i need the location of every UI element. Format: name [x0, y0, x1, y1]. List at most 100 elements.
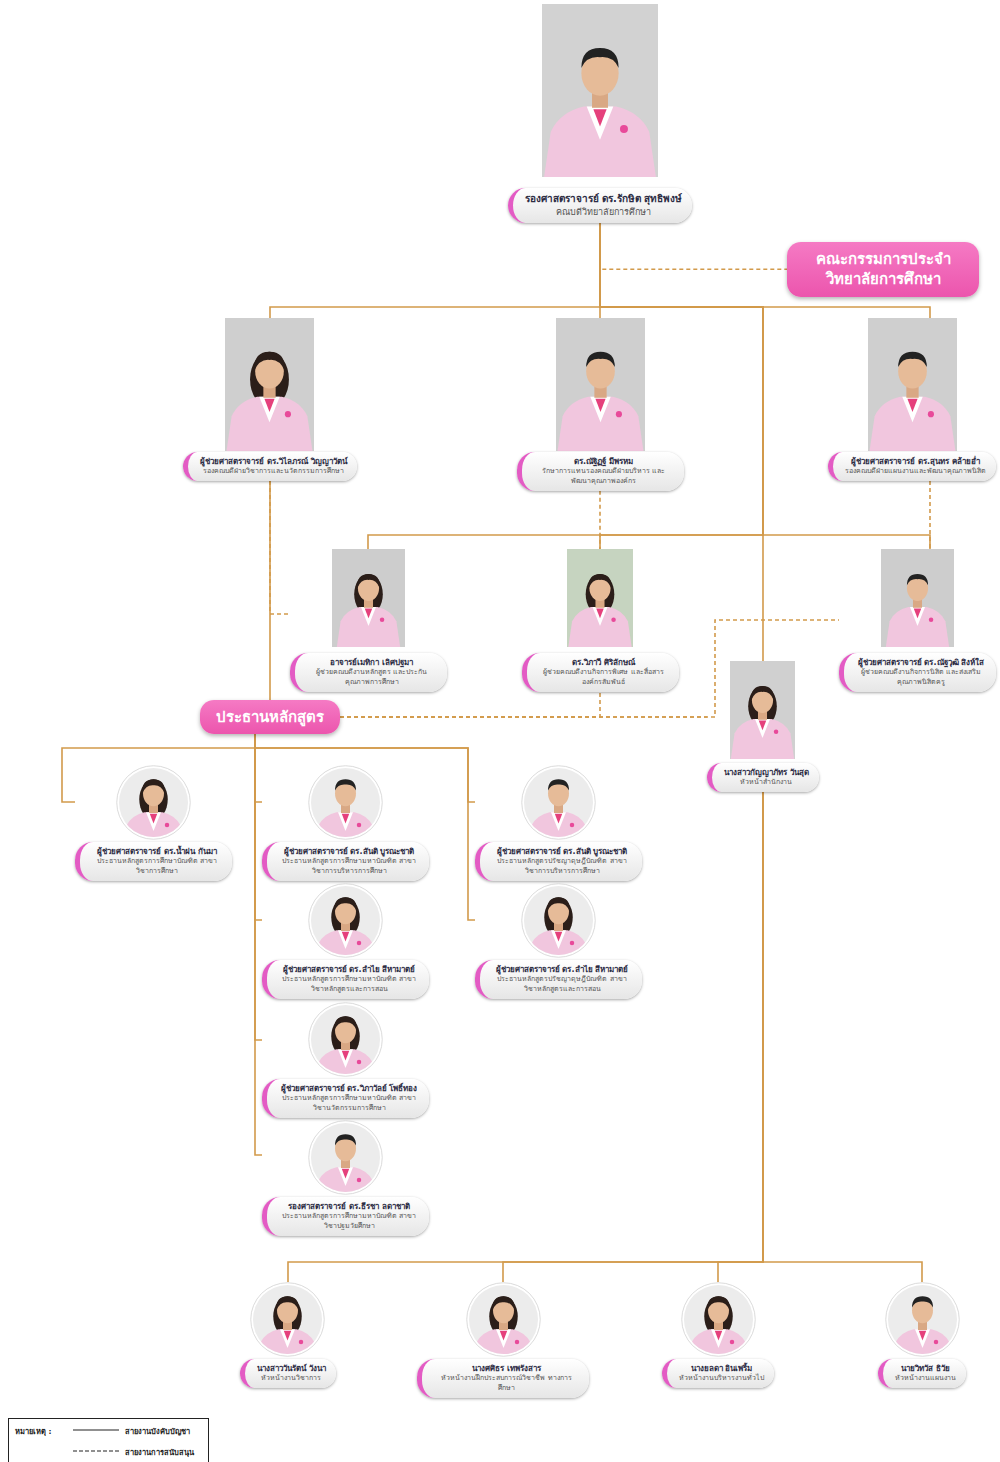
- portrait-shape: [521, 765, 596, 840]
- portrait-shape: [314, 1134, 377, 1195]
- portrait-shape: [555, 814, 563, 824]
- legend-text: สายงานการสนับสนุน: [125, 1446, 194, 1458]
- portrait-shape: [265, 399, 275, 412]
- portrait-shape: [334, 1016, 357, 1030]
- person-card: นางยลดา อินเพริ้มหัวหน้างานบริหารงานทั่ว…: [662, 1282, 774, 1388]
- portrait-shape: [308, 1120, 383, 1195]
- portrait-shape: [342, 1051, 350, 1061]
- portrait-shape: [907, 574, 928, 585]
- portrait-shape: [774, 730, 779, 735]
- person-card: ดร.ณัฐิฏฐ์ มีพรหมรักษาการแทนรองคณบดีฝ่าย…: [517, 318, 684, 491]
- person-name: ดร.วิภาวี ศิริลักษณ์: [539, 657, 669, 668]
- portrait-shape: [308, 765, 383, 840]
- support-connector: [270, 481, 290, 614]
- portrait-photo: [308, 1120, 383, 1195]
- portrait-shape: [586, 352, 615, 367]
- portrait-shape: [308, 883, 383, 958]
- command-connector: [763, 792, 922, 1282]
- command-connector: [255, 734, 262, 802]
- position-title: ผู้ช่วยคณบดีงานกิจการพิเศษ และสื่อสารองค…: [539, 668, 669, 688]
- portrait-shape: [466, 1282, 541, 1357]
- portrait-shape: [308, 1002, 383, 1077]
- portrait-shape: [277, 1296, 300, 1310]
- portrait-shape: [567, 549, 633, 647]
- portrait-shape: [357, 941, 362, 946]
- portrait-shape: [881, 549, 954, 647]
- portrait-shape: [251, 1283, 325, 1357]
- person-name: นางศศิธร เทพรังสาร: [434, 1363, 579, 1374]
- person-name: ดร.ณัฐิฏฐ์ มีพรหม: [534, 456, 674, 467]
- portrait-shape: [885, 1282, 960, 1357]
- portrait-shape: [466, 1282, 541, 1357]
- person-card: นายวิทวัส ธิวัยหัวหน้างานแผนงาน: [878, 1282, 966, 1388]
- portrait-shape: [332, 549, 405, 647]
- portrait-shape: [364, 609, 372, 619]
- portrait-shape: [681, 1282, 756, 1357]
- portrait-shape: [250, 1282, 325, 1357]
- position-title: รองคณบดีฝ่ายแผนงานและพัฒนาคุณภาพนิสิต: [845, 467, 986, 477]
- position-title: ผู้ช่วยคณบดีงานหลักสูตร และประกันคุณภาพก…: [307, 668, 437, 688]
- portrait-shape: [556, 318, 645, 451]
- portrait-shape: [881, 549, 954, 647]
- portrait-shape: [687, 1296, 750, 1357]
- person-card: นางศศิธร เทพรังสารหัวหน้างานฝึกประสบการณ…: [417, 1282, 589, 1398]
- person-card: ผู้ช่วยศาสตราจารย์ ดร.สันติ บูรณะชาติประ…: [262, 765, 429, 881]
- portrait-shape: [620, 125, 628, 133]
- portrait-shape: [731, 719, 794, 759]
- portrait-shape: [522, 766, 596, 840]
- portrait-shape: [729, 1340, 734, 1345]
- person-name: ผู้ช่วยศาสตราจารย์ ดร.ลำไย สีหามาตย์: [492, 964, 632, 975]
- portrait-shape: [314, 897, 377, 958]
- position-title: รักษาการแทนรองคณบดีฝ่ายบริหาร และพัฒนาคุ…: [534, 467, 674, 487]
- portrait-shape: [556, 318, 645, 451]
- support-connector: [600, 223, 787, 270]
- portrait-shape: [472, 1296, 535, 1357]
- person-card: ผู้ช่วยศาสตราจารย์ ดร.ณัฐวุฒิ สิงห์ใสผู้…: [839, 549, 996, 692]
- portrait-shape: [527, 779, 590, 840]
- portrait-shape: [521, 883, 596, 958]
- portrait-shape: [611, 618, 616, 623]
- person-name: รองศาสตราจารย์ ดร.รักษิต สุทธิพงษ์: [525, 192, 683, 206]
- portrait-photo: [225, 318, 314, 451]
- portrait-shape: [593, 109, 606, 126]
- portrait-shape: [521, 883, 596, 958]
- portrait-shape: [570, 823, 575, 828]
- portrait-photo: [308, 765, 383, 840]
- portrait-shape: [309, 884, 383, 958]
- portrait-photo: [885, 1282, 960, 1357]
- portrait-shape: [314, 779, 377, 840]
- portrait-shape: [308, 1002, 383, 1077]
- portrait-shape: [898, 352, 927, 367]
- portrait-photo: [567, 549, 633, 647]
- command-connector: [269, 481, 271, 700]
- support-connector: [340, 692, 600, 717]
- portrait-shape: [360, 607, 375, 626]
- name-pill: นางยลดา อินเพริ้มหัวหน้างานบริหารงานทั่ว…: [662, 1359, 774, 1388]
- portrait-shape: [496, 1329, 511, 1348]
- portrait-shape: [542, 4, 658, 177]
- name-pill: นางสาวกัญญาภัทร วันสุดหัวหน้าสำนักงาน: [707, 763, 819, 792]
- person-card: นางสาวกัญญาภัทร วันสุดหัวหน้าสำนักงาน: [707, 661, 819, 792]
- portrait-shape: [314, 1049, 377, 1077]
- portrait-shape: [256, 1329, 319, 1357]
- portrait-shape: [309, 766, 383, 840]
- person-name: อาจารย์เมทิกา เลิศปฐมา: [307, 657, 437, 668]
- box-label: ประธานหลักสูตร: [216, 707, 324, 727]
- portrait-shape: [308, 883, 383, 958]
- pink-title-box: ประธานหลักสูตร: [200, 700, 340, 734]
- portrait-shape: [555, 932, 563, 942]
- portrait-shape: [548, 779, 569, 790]
- portrait-shape: [592, 607, 607, 626]
- portrait-shape: [338, 1167, 353, 1186]
- portrait-shape: [595, 399, 605, 412]
- portrait-shape: [255, 352, 286, 371]
- portrait-shape: [335, 1134, 356, 1145]
- portrait-shape: [314, 812, 377, 840]
- portrait-shape: [521, 765, 596, 840]
- portrait-shape: [342, 1169, 350, 1179]
- portrait-shape: [284, 1331, 292, 1341]
- portrait-shape: [342, 932, 350, 942]
- name-pill: ผู้ช่วยศาสตราจารย์ ดร.ลำไย สีหามาตย์ประธ…: [262, 960, 429, 999]
